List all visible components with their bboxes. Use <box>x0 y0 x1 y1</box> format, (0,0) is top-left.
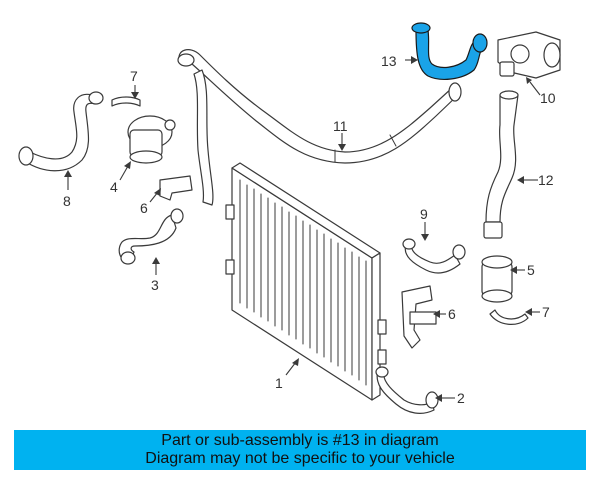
callout-7-left: 7 <box>130 68 138 84</box>
callout-2: 2 <box>457 390 465 406</box>
hose-2 <box>375 366 439 414</box>
banner-line-2: Diagram may not be specific to your vehi… <box>145 450 455 467</box>
callout-4: 4 <box>110 179 118 195</box>
callout-13: 13 <box>381 53 397 69</box>
radiator <box>225 162 387 401</box>
hose-12 <box>483 90 519 239</box>
pump-5 <box>481 255 513 303</box>
hose-8 <box>18 91 104 172</box>
leader-lines <box>64 56 541 402</box>
callout-5: 5 <box>527 262 535 278</box>
callout-labels: 13 10 11 12 7 8 4 6 3 9 5 6 7 2 1 <box>63 53 556 406</box>
bracket-6-right <box>401 285 437 349</box>
callout-6-left: 6 <box>140 200 148 216</box>
thermostat-housing-10 <box>497 31 561 79</box>
callout-10: 10 <box>540 90 556 106</box>
callout-7-right: 7 <box>542 304 550 320</box>
callout-11: 11 <box>333 118 348 134</box>
callout-8: 8 <box>63 193 71 209</box>
callout-1: 1 <box>275 375 283 391</box>
callout-9: 9 <box>420 206 428 222</box>
clamp-7-left <box>111 96 141 107</box>
hose-9 <box>402 238 466 274</box>
pump-4 <box>127 115 176 164</box>
bracket-6-left <box>159 175 193 201</box>
hose-13-highlighted <box>411 22 488 80</box>
callout-12: 12 <box>538 172 554 188</box>
caption-banner: Part or sub-assembly is #13 in diagram D… <box>14 430 586 470</box>
hose-3 <box>118 208 184 265</box>
callout-3: 3 <box>151 277 159 293</box>
long-hose <box>177 49 462 206</box>
banner-line-1: Part or sub-assembly is #13 in diagram <box>161 432 439 449</box>
callout-6-right: 6 <box>448 306 456 322</box>
clamp-7-right <box>489 309 529 325</box>
